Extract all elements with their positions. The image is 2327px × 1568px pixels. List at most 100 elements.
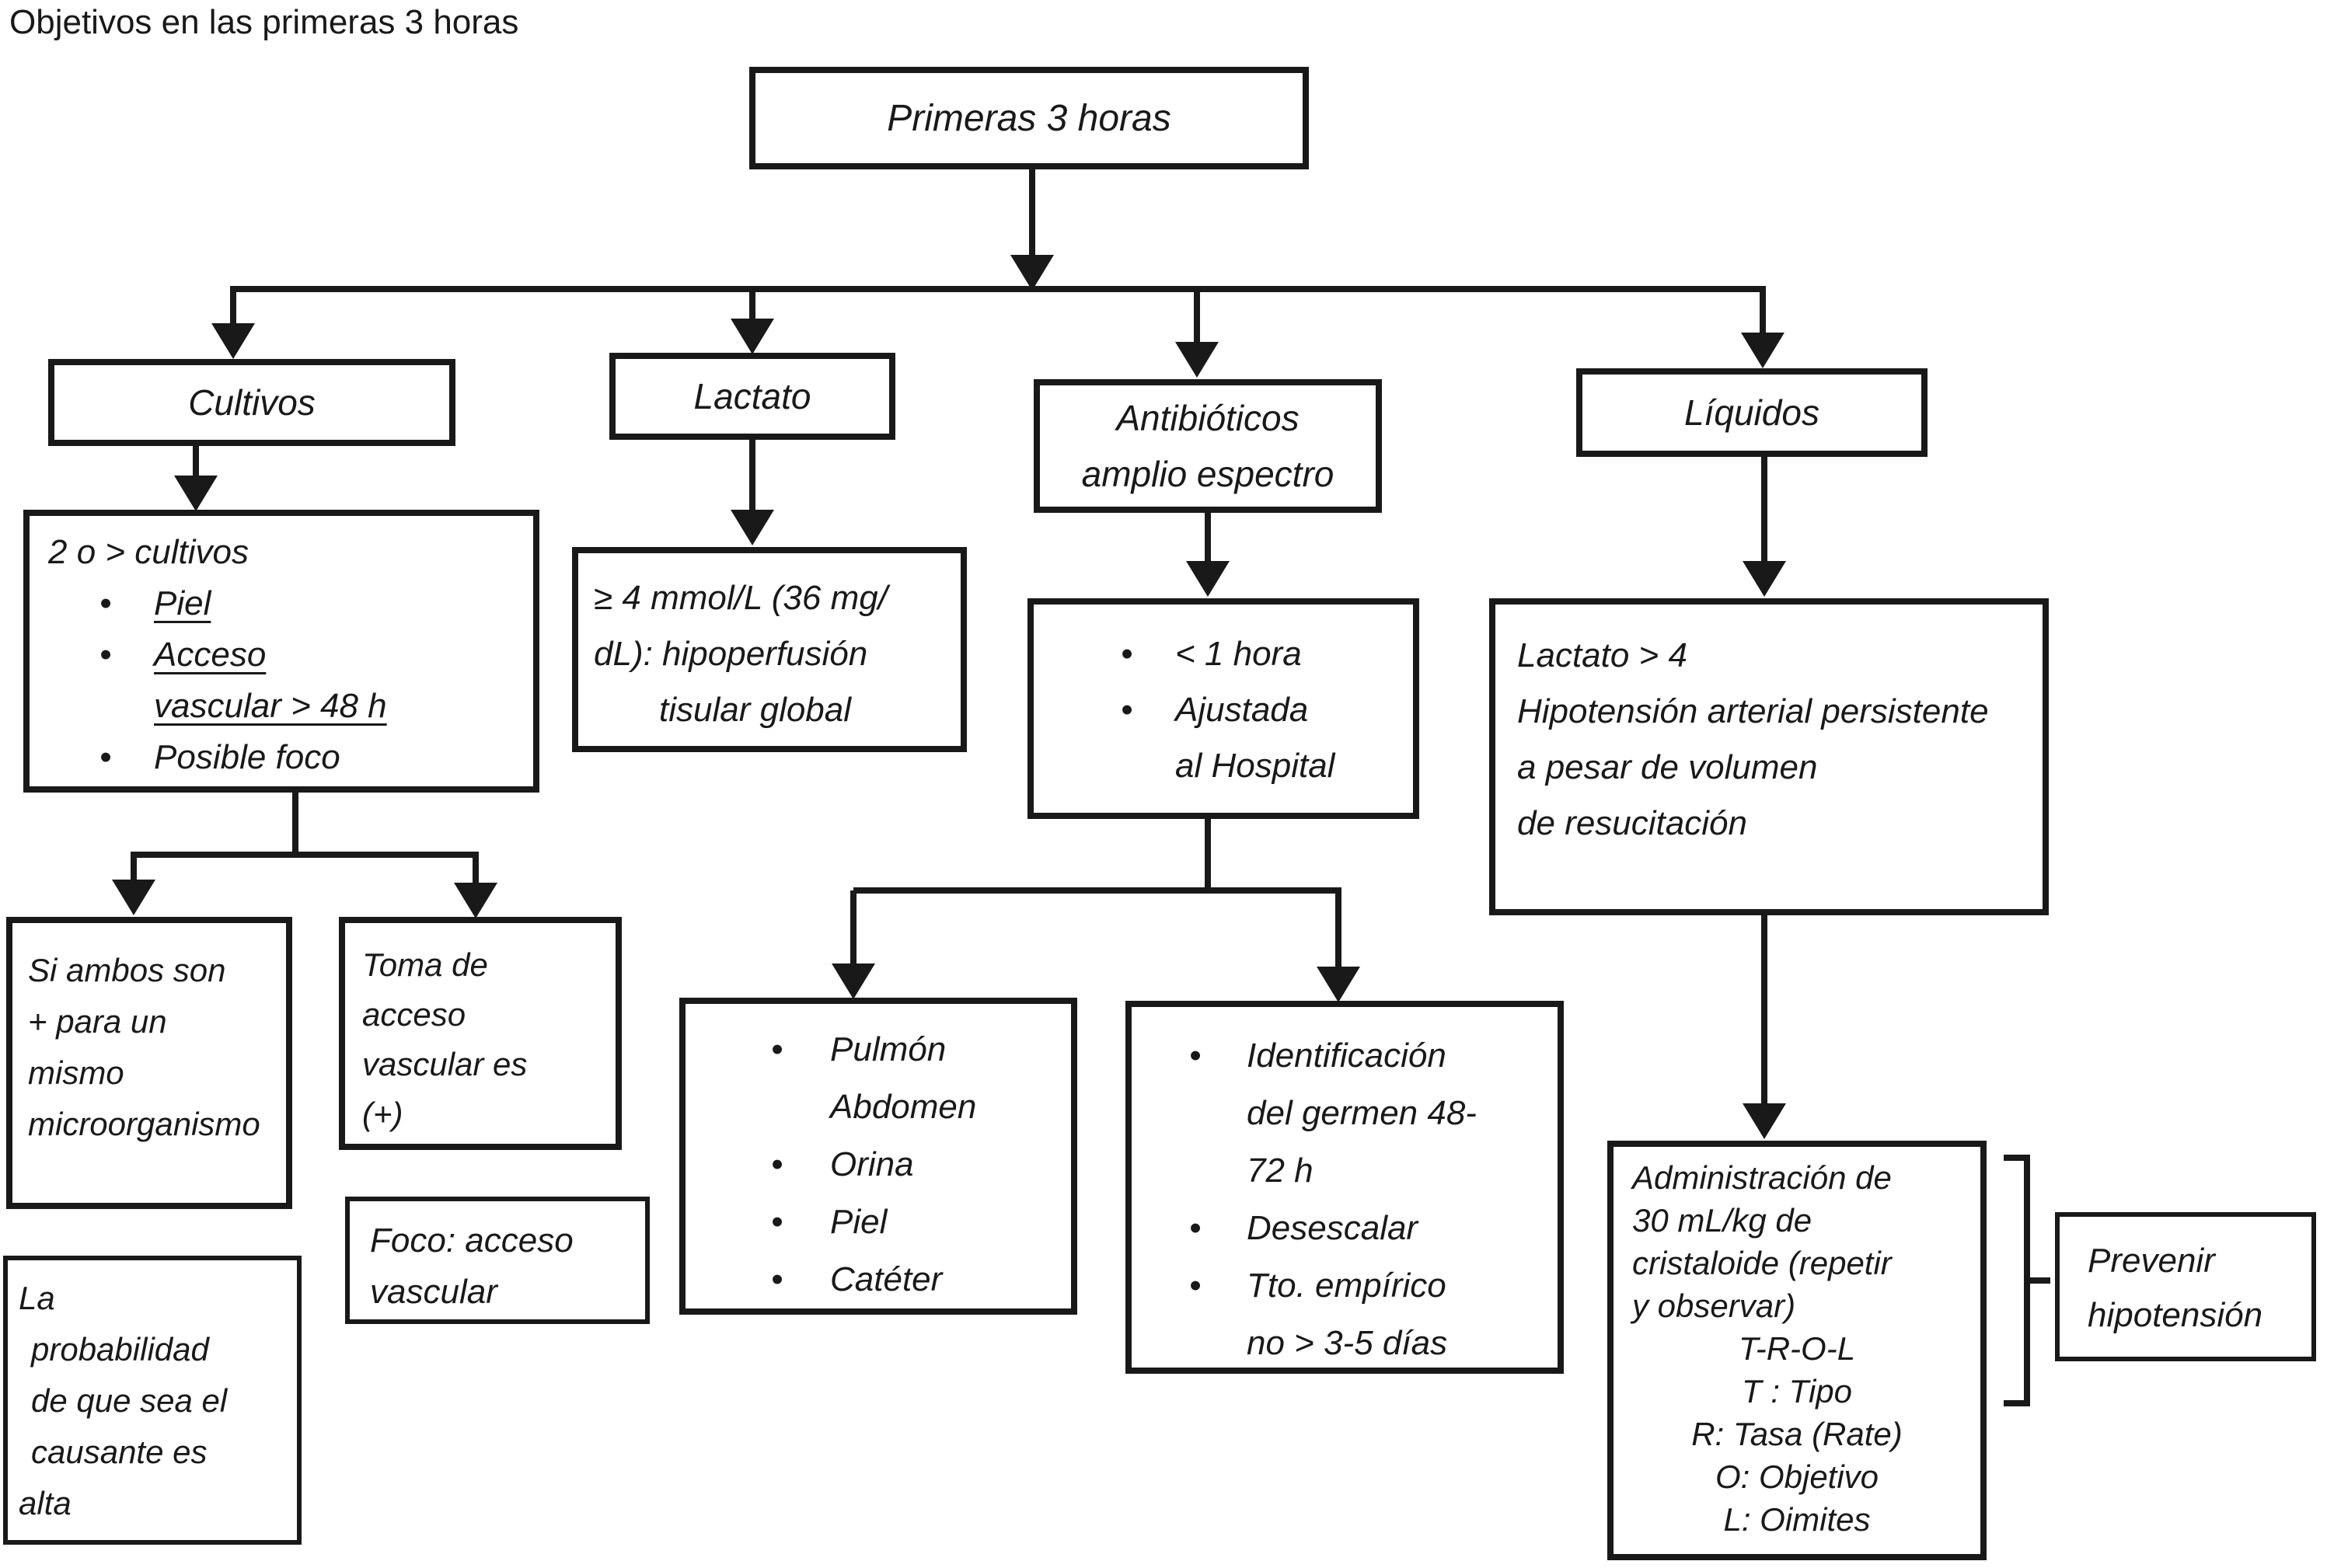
- arrow-down-icon: [174, 476, 218, 511]
- arrow-down-icon: [454, 883, 497, 918]
- cultivos-intro: 2 o > cultivos: [48, 533, 249, 571]
- node-lactato-umbral: ≥ 4 mmol/L (36 mg/ dL): hipoperfusión ti…: [572, 547, 967, 752]
- edge-line: [1760, 291, 1766, 336]
- edge-line: [1205, 819, 1211, 890]
- list-item: • Tto. empírico: [1132, 1257, 1558, 1315]
- list-item: • Pulmón: [686, 1021, 1071, 1078]
- node-text-line: La: [19, 1280, 55, 1316]
- brace-icon: [2004, 1400, 2030, 1406]
- arrow-down-icon: [1010, 255, 1054, 291]
- node-text-line: Administración de: [1632, 1159, 1892, 1196]
- list-item: no > 3-5 días: [1132, 1315, 1558, 1372]
- list-item: vascular > 48 h: [48, 681, 533, 732]
- list-item: • < 1 hora: [1034, 626, 1413, 682]
- node-text-line: Lactato > 4: [1517, 636, 1687, 674]
- node-text-line: ≥ 4 mmol/L (36 mg/: [594, 579, 888, 617]
- bullet-icon: •: [99, 636, 112, 674]
- node-text-line: vascular: [370, 1273, 497, 1311]
- bullet-icon: •: [1189, 1037, 1202, 1075]
- list-item-label: del germen 48-: [1247, 1094, 1477, 1132]
- node-text-line: Foco: acceso: [370, 1221, 574, 1260]
- list-item: • Catéter: [686, 1251, 1071, 1308]
- node-text-line: y observar): [1632, 1288, 1796, 1324]
- node-text-line: acceso: [362, 996, 466, 1033]
- list-item-label: Pulmón: [830, 1030, 947, 1068]
- bullet-icon: •: [1121, 691, 1133, 729]
- list-item: • Acceso: [48, 629, 533, 681]
- node-text-line: L: Oimites: [1723, 1501, 1871, 1538]
- list-item-label: Identificación: [1247, 1037, 1446, 1075]
- node-liquidos: Líquidos: [1576, 368, 1928, 457]
- node-text-line: causante es: [31, 1434, 208, 1470]
- arrow-down-icon: [1743, 1103, 1786, 1139]
- edge-line: [850, 890, 856, 967]
- bullet-icon: •: [771, 1260, 783, 1298]
- brace-icon: [2004, 1155, 2030, 1161]
- list-item: al Hospital: [1034, 738, 1413, 794]
- list-item: • Posible foco: [48, 732, 533, 783]
- node-text-line: T-R-O-L: [1738, 1330, 1856, 1367]
- node-administracion-cristaloide: Administración de 30 mL/kg de cristaloid…: [1607, 1141, 1987, 1560]
- node-text-line: + para un: [28, 1003, 167, 1040]
- node-text-line: Hipotensión arterial persistente: [1517, 692, 1989, 730]
- list-item-label: Desescalar: [1247, 1209, 1418, 1247]
- arrow-down-icon: [211, 323, 255, 359]
- arrow-down-icon: [731, 510, 774, 545]
- node-text-line: cristaloide (repetir: [1632, 1245, 1892, 1281]
- edge-line: [1335, 890, 1341, 970]
- edge-line: [131, 852, 479, 858]
- node-text-line: hipotensión: [2088, 1296, 2263, 1334]
- list-item-label: Abdomen: [830, 1088, 977, 1126]
- bullet-icon: •: [99, 738, 112, 776]
- node-cultivos: Cultivos: [48, 359, 455, 446]
- bullet-icon: •: [99, 584, 112, 622]
- node-text-line: a pesar de volumen: [1517, 748, 1818, 786]
- arrow-down-icon: [1175, 342, 1219, 378]
- node-text-line: de que sea el: [31, 1382, 228, 1419]
- list-item-label: no > 3-5 días: [1247, 1324, 1448, 1362]
- node-text-line: 30 mL/kg de: [1632, 1202, 1812, 1239]
- node-primeras-3-horas: Primeras 3 horas: [749, 67, 1309, 169]
- node-identificacion-germen: • Identificación del germen 48- 72 h • D…: [1125, 1001, 1564, 1374]
- arrow-down-icon: [1743, 561, 1786, 597]
- page-title: Objetivos en las primeras 3 horas: [9, 3, 519, 41]
- list-item-label: al Hospital: [1175, 747, 1335, 785]
- node-antibioticos-line: amplio espectro: [1081, 454, 1334, 494]
- edge-line: [1194, 291, 1200, 345]
- bullet-icon: •: [771, 1145, 783, 1183]
- edge-line: [1205, 513, 1211, 566]
- node-text-line: mismo: [28, 1054, 124, 1091]
- node-text-line: de resucitación: [1517, 804, 1747, 842]
- list-item: • Ajustada: [1034, 682, 1413, 738]
- node-2-o-mas-cultivos: 2 o > cultivos • Piel • Acceso vascular …: [23, 510, 539, 793]
- node-antibioticos-line: Antibióticos: [1116, 398, 1300, 438]
- list-item-label: Piel: [154, 584, 211, 622]
- list-item-label: Piel: [830, 1203, 888, 1241]
- node-text-line: Si ambos son: [28, 952, 226, 988]
- edge-line: [131, 855, 137, 883]
- node-foco-acceso-vascular: Foco: acceso vascular: [345, 1197, 650, 1324]
- list-item: • Piel: [686, 1193, 1071, 1251]
- node-text-line: Toma de: [362, 946, 488, 983]
- node-text-line: (+): [362, 1096, 403, 1132]
- node-text-line: dL): hipoperfusión: [594, 635, 868, 673]
- node-antibioticos-detalle: • < 1 hora • Ajustada al Hospital: [1027, 598, 1419, 819]
- node-antibioticos: Antibióticos amplio espectro: [1034, 379, 1382, 513]
- edge-line: [193, 446, 199, 480]
- list-item-label: Tto. empírico: [1247, 1267, 1446, 1305]
- list-item-label: Ajustada: [1175, 691, 1309, 729]
- edge-line: [230, 291, 236, 326]
- node-probabilidad-causante: La probabilidad de que sea el causante e…: [3, 1256, 302, 1545]
- node-text-line: O: Objetivo: [1715, 1458, 1879, 1495]
- edge-line: [1761, 457, 1767, 566]
- node-toma-acceso-vascular: Toma de acceso vascular es (+): [339, 917, 622, 1150]
- bullet-icon: •: [1189, 1209, 1202, 1247]
- edge-line: [749, 440, 755, 514]
- bullet-icon: •: [1121, 635, 1133, 673]
- list-item-label: 72 h: [1247, 1152, 1314, 1190]
- node-liquidos-label: Líquidos: [1684, 392, 1819, 433]
- node-si-ambos-positivos: Si ambos son + para un mismo microorgani…: [6, 917, 292, 1209]
- list-item: del germen 48-: [1132, 1085, 1558, 1142]
- brace-icon: [2024, 1155, 2030, 1406]
